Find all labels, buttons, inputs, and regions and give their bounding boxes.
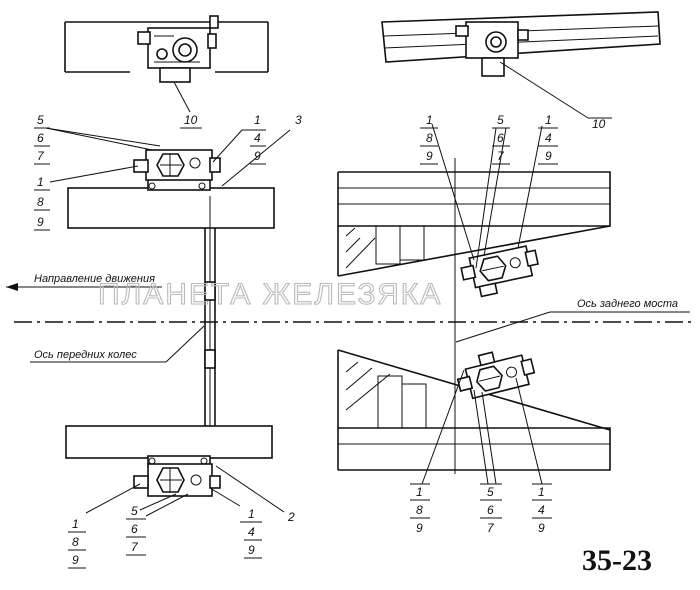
svg-text:7: 7: [131, 540, 139, 554]
svg-text:5: 5: [487, 485, 494, 499]
callout-stack-5-6-7-right-upper: 5 6 7: [492, 113, 510, 165]
callout-unit-top-left: 10: [184, 113, 198, 127]
svg-text:6: 6: [497, 131, 504, 145]
svg-text:6: 6: [131, 522, 138, 536]
callout-stack-1-8-9-top-left: 1 8 9: [34, 175, 50, 231]
svg-text:8: 8: [37, 195, 44, 209]
svg-text:5: 5: [497, 113, 504, 127]
svg-text:1: 1: [248, 507, 255, 521]
right-frame: [337, 158, 611, 474]
left-upper-assembly: [67, 149, 275, 229]
callout-stack-5-6-7-right-lower: 5 6 7: [480, 483, 502, 535]
svg-text:6: 6: [487, 503, 494, 517]
svg-text:6: 6: [37, 131, 44, 145]
callout-stack-1-8-9-right-upper: 1 8 9: [420, 113, 438, 165]
svg-text:1: 1: [416, 485, 423, 499]
svg-text:9: 9: [37, 215, 44, 229]
svg-text:1: 1: [545, 113, 552, 127]
svg-text:9: 9: [545, 149, 552, 163]
svg-text:7: 7: [497, 149, 505, 163]
callout-stack-1-4-9-top-left: 1 4 9: [242, 113, 266, 165]
left-lower-assembly: [65, 425, 273, 497]
svg-text:1: 1: [37, 175, 44, 189]
axis-lines: [6, 283, 692, 363]
callout-stack-5-6-7-top-left: 5 6 7: [34, 113, 50, 165]
callout-frame-part: 3: [295, 113, 302, 127]
svg-text:1: 1: [254, 113, 261, 127]
direction-label: Направление движения: [34, 273, 155, 285]
svg-text:8: 8: [72, 535, 79, 549]
right-upper-valve: [460, 245, 539, 298]
callout-unit-top-right: 10: [592, 117, 606, 131]
right-lower-valve: [456, 351, 536, 400]
svg-text:9: 9: [72, 553, 79, 567]
front-shaft: [204, 196, 216, 470]
rear-axle-label: Ось заднего моста: [577, 298, 678, 310]
callout-stack-1-4-9-right-upper: 1 4 9: [538, 113, 558, 165]
svg-text:9: 9: [254, 149, 261, 163]
front-axle-label: Ось передних колес: [34, 349, 137, 361]
callout-stack-5-6-7-bottom-left: 5 6 7: [126, 504, 146, 556]
svg-text:4: 4: [248, 525, 255, 539]
callout-bracket-part: 2: [287, 510, 295, 524]
svg-text:4: 4: [538, 503, 545, 517]
top-left-detail: [64, 15, 269, 113]
svg-text:1: 1: [538, 485, 545, 499]
svg-text:9: 9: [416, 521, 423, 535]
svg-text:7: 7: [37, 149, 45, 163]
callout-stack-1-8-9-right-lower: 1 8 9: [410, 483, 430, 535]
leader-lines: [45, 123, 543, 517]
svg-text:8: 8: [416, 503, 423, 517]
callout-stack-1-8-9-bottom-left: 1 8 9: [68, 517, 86, 569]
svg-text:7: 7: [487, 521, 495, 535]
svg-text:5: 5: [37, 113, 44, 127]
svg-text:4: 4: [545, 131, 552, 145]
top-right-detail: [381, 11, 661, 119]
drawing-code: 35-23: [582, 544, 652, 577]
svg-text:8: 8: [426, 131, 433, 145]
svg-text:5: 5: [131, 504, 138, 518]
svg-text:4: 4: [254, 131, 261, 145]
svg-text:9: 9: [538, 521, 545, 535]
watermark: ПЛАНЕТА ЖЕЛЕЗЯКА: [98, 278, 442, 311]
callout-stack-1-4-9-bottom-left: 1 4 9: [240, 507, 262, 559]
svg-text:1: 1: [426, 113, 433, 127]
svg-text:1: 1: [72, 517, 79, 531]
callout-stack-1-4-9-right-lower: 1 4 9: [532, 483, 552, 535]
svg-text:9: 9: [248, 543, 255, 557]
svg-text:9: 9: [426, 149, 433, 163]
